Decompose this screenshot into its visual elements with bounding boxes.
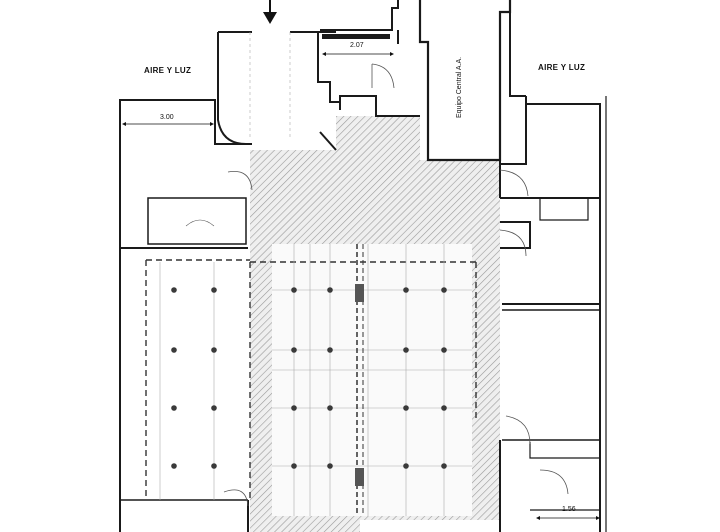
- central-equipment-label: Equipo Central A.A.: [456, 56, 463, 118]
- dimension-label-bottom: 1.56: [562, 506, 576, 513]
- dimension-label-left: 3.00: [160, 114, 174, 121]
- walls: [119, 0, 607, 532]
- air-light-label-right: AIRE Y LUZ: [538, 63, 586, 72]
- door-threshold-bar: [322, 34, 390, 39]
- air-light-label-left: AIRE Y LUZ: [144, 66, 192, 75]
- hatched-circulation-area: [250, 116, 500, 532]
- door-swings: [185, 63, 569, 507]
- dimension-lines: [122, 52, 600, 520]
- dimension-label-top: 2.07: [350, 42, 364, 49]
- columns: [171, 287, 447, 469]
- entrance-arrow: [263, 0, 277, 24]
- central-spine: [355, 244, 364, 516]
